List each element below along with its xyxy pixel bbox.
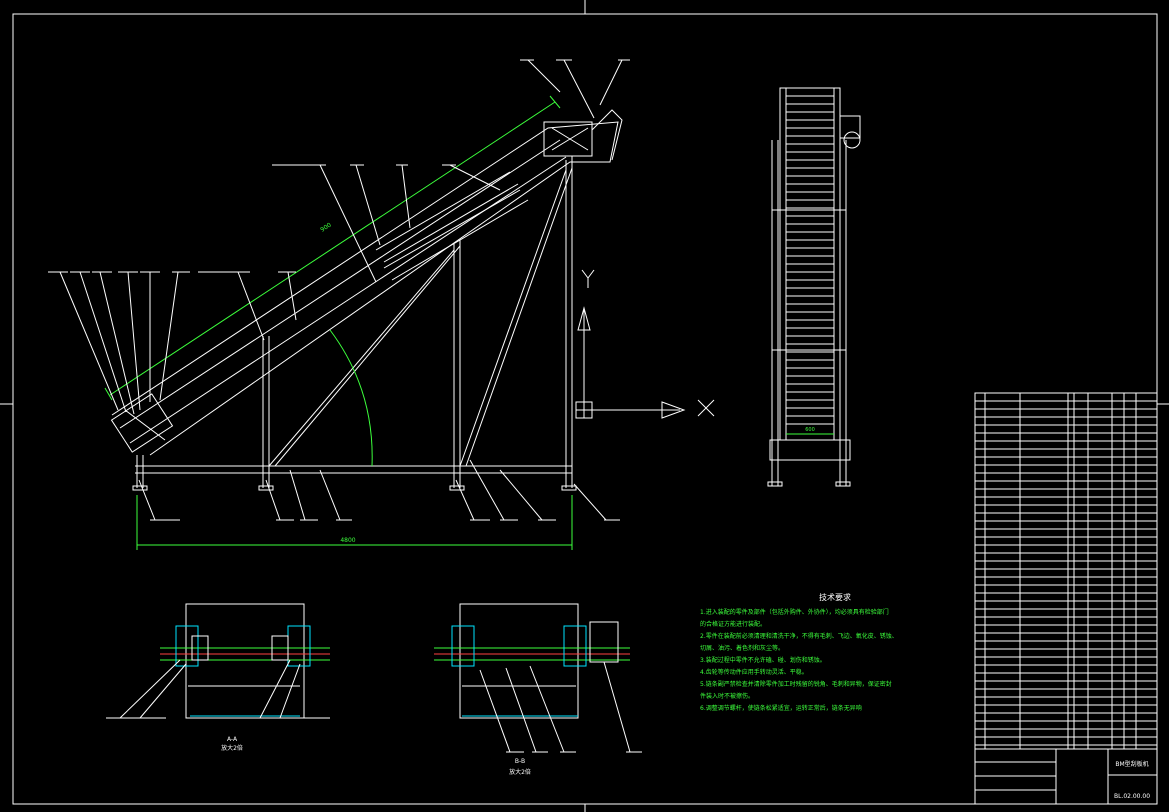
tech-line: 4.齿轮等传动件应用手转动灵活、平稳。 [700,668,808,676]
tech-line: 6.调整调节螺杆，使链条松紧适宜，运转正常后，链条无异响 [700,704,862,712]
callout-leaders-main [48,59,630,521]
side-view-slats [786,95,834,425]
parts-list-rows [975,400,1157,746]
section-a-leaders [106,659,330,719]
section-b-b [434,603,630,719]
parts-list-table [974,392,1158,805]
section-b-leaders [479,661,642,753]
section-a-subtitle: 放大2倍 [221,744,243,752]
dim-incline-label: 900 [319,221,333,233]
tech-line: 1.进入装配的零件及部件（包括外购件、外协件），均必须具有检验部门 [700,608,889,616]
tech-line: 切屑、油污、着色剂和灰尘等。 [700,644,784,652]
tech-line: 2.零件在装配前必须清理和清洗干净，不得有毛刺、飞边、氧化皮、锈蚀、 [700,632,898,640]
tech-line: 3.装配过程中零件不允许磕、碰、划伤和锈蚀。 [700,656,826,664]
tech-line: 5.链条副严禁检查并清除零件加工时残留的锐角、毛刺和异物，保证密封 [700,680,892,688]
tech-requirements-body: 1.进入装配的零件及部件（包括外购件、外协件），均必须具有检验部门 的合格证方能… [700,608,898,712]
tech-line: 件装入时不被擦伤。 [700,692,754,700]
section-b-subtitle: 放大2倍 [509,768,531,776]
dim-width-label: 600 [805,427,815,433]
tech-requirements-title: 技术要求 [819,592,851,602]
title-block-code: BL.02.00.00 [1114,793,1150,800]
ucs-axes [575,269,715,419]
main-dimensions [104,95,573,550]
section-a-a [160,603,330,719]
conveyor-elevation-view [110,109,623,491]
section-b-title: B-B [515,758,525,765]
section-a-title: A-A [227,736,238,743]
tech-line: 的合格证方能进行装配。 [700,620,766,628]
title-block-name: BM型刮板机 [1115,760,1148,768]
conveyor-side-view [767,87,861,487]
dim-total-label: 4800 [340,537,355,544]
